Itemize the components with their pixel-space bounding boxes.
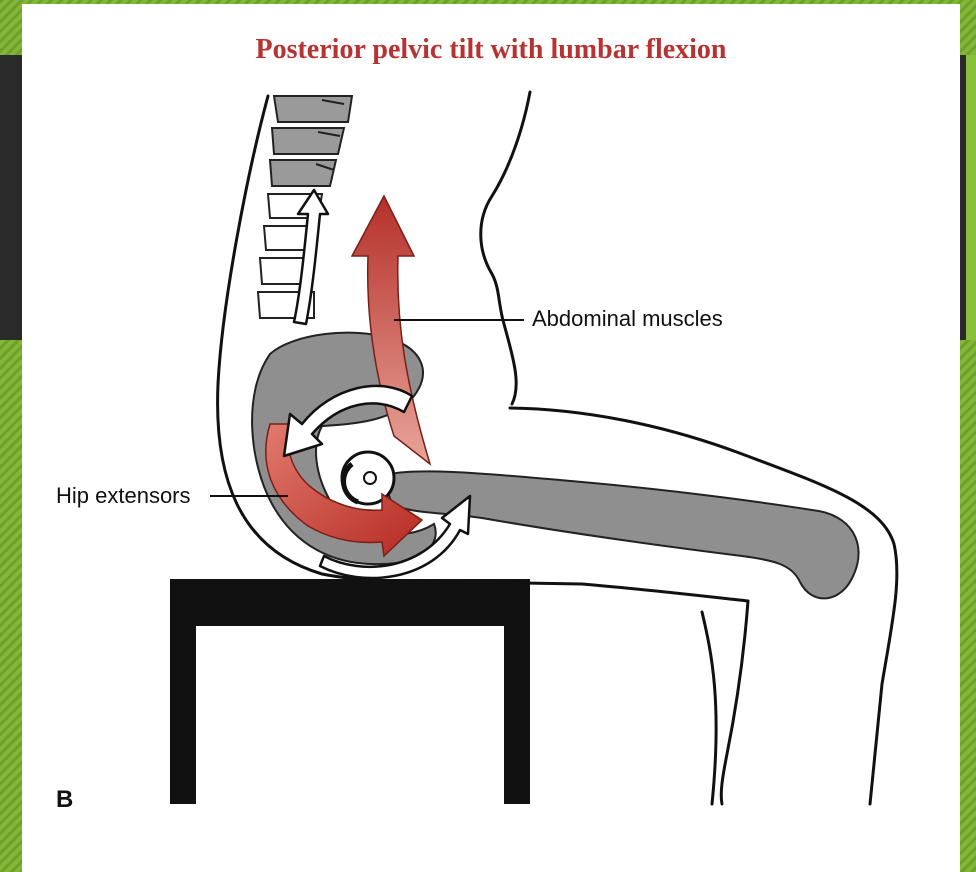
figure-slide: Posterior pelvic tilt with lumbar flexio… (22, 4, 960, 872)
label-abdominal-muscles: Abdominal muscles (532, 306, 723, 332)
figure-title: Posterior pelvic tilt with lumbar flexio… (22, 34, 960, 66)
abdominal-muscle-arrow (352, 196, 430, 464)
femur-bone (342, 452, 859, 598)
bench (170, 579, 530, 804)
panel-letter: B (56, 786, 73, 814)
label-hip-extensors: Hip extensors (56, 483, 191, 509)
background-green-edge (966, 55, 976, 340)
anatomy-diagram (22, 4, 960, 872)
